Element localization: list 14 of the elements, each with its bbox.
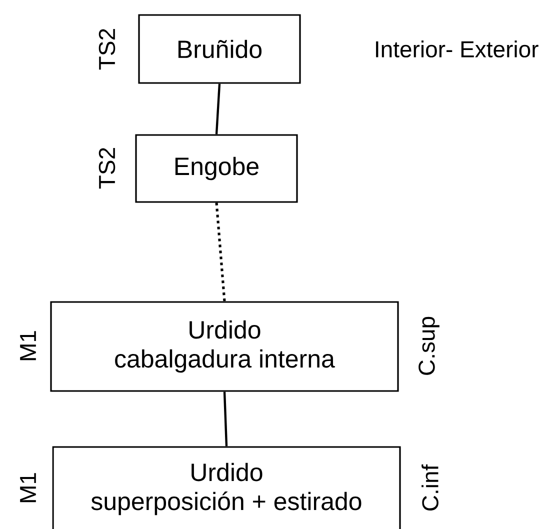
process-box: Bruñido: [138, 14, 301, 84]
side-label: TS2: [98, 29, 116, 70]
side-label: C.inf: [422, 464, 438, 510]
connector-line: [215, 84, 221, 134]
side-label: M1: [20, 331, 36, 360]
side-label: Interior- Exterior: [376, 40, 538, 58]
side-label: C.sup: [418, 316, 440, 375]
process-box: Urdido cabalgadura interna: [50, 301, 399, 392]
process-box: Engobe: [135, 134, 298, 203]
connector-line: [223, 392, 228, 446]
side-label: M1: [20, 473, 36, 502]
connector-line: [215, 202, 226, 302]
process-box: Urdido superposición + estirado: [52, 446, 401, 529]
side-label: TS2: [98, 148, 116, 189]
